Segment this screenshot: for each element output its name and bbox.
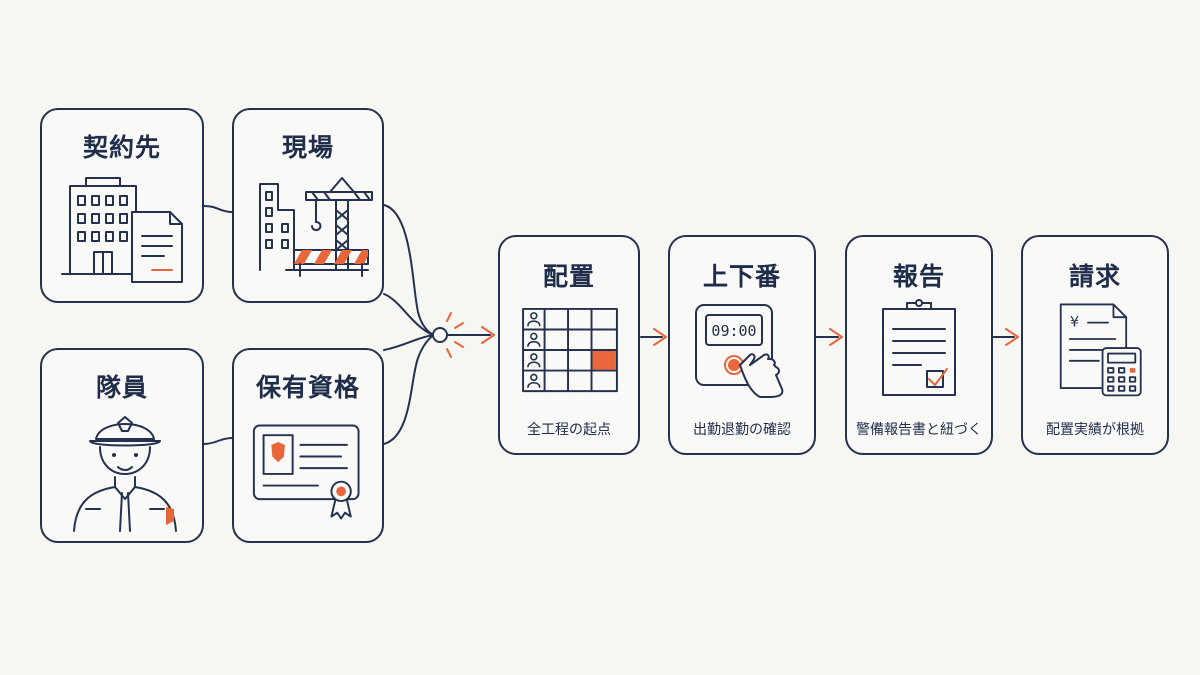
card-title: 現場 (281, 133, 334, 162)
office-building-icon (61, 177, 183, 283)
curve-qualification-to-junction (383, 334, 434, 445)
card-caption: 全工程の起点 (527, 422, 611, 438)
card-title: 配置 (542, 262, 595, 291)
card-site: 現場 (232, 108, 384, 303)
curve-site-to-junction (383, 204, 434, 336)
time-clock-icon: 09:00 (695, 304, 784, 398)
construction-crane-icon (259, 177, 373, 277)
card-guard: 隊員 (40, 348, 204, 543)
link-client-site (203, 205, 233, 213)
arrow-attendance-to-report (815, 328, 843, 346)
invoice-calculator-icon: ¥ (1059, 303, 1142, 397)
card-attendance: 上下番 09:00 出勤退勤の確認 (668, 235, 816, 455)
card-qualification: 保有資格 (232, 348, 384, 543)
card-client: 契約先 (40, 108, 204, 303)
arrow-assignment-to-attendance (640, 328, 667, 346)
curve-client-to-junction (383, 293, 434, 336)
card-title: 上下番 (702, 262, 781, 291)
curve-guard-to-junction (383, 334, 434, 351)
card-assignment: 配置 全工程の起点 (498, 235, 640, 455)
card-caption: 警備報告書と紐づく (856, 422, 982, 438)
card-title: 請求 (1068, 262, 1121, 291)
card-title: 隊員 (95, 373, 148, 402)
card-caption: 出勤退勤の確認 (693, 422, 791, 438)
card-title: 報告 (892, 262, 945, 291)
clipboard-report-icon (882, 299, 956, 396)
junction-node (432, 327, 448, 343)
card-billing: 請求 ¥ 配置実績が根拠 (1021, 235, 1169, 455)
arrow-junction-to-assignment (446, 326, 495, 344)
clock-display: 09:00 (711, 322, 756, 340)
schedule-grid-icon (522, 307, 618, 393)
card-report: 報告 警備報告書と紐づく (845, 235, 993, 455)
card-title: 契約先 (82, 133, 161, 162)
license-card-icon (252, 424, 360, 520)
link-guard-qualification (203, 437, 233, 445)
card-caption: 配置実績が根拠 (1046, 422, 1144, 438)
arrow-report-to-billing (992, 328, 1019, 346)
yen-sign: ¥ (1070, 314, 1079, 330)
security-guard-icon (73, 416, 177, 532)
card-title: 保有資格 (255, 373, 360, 402)
spark-marks (446, 312, 464, 358)
